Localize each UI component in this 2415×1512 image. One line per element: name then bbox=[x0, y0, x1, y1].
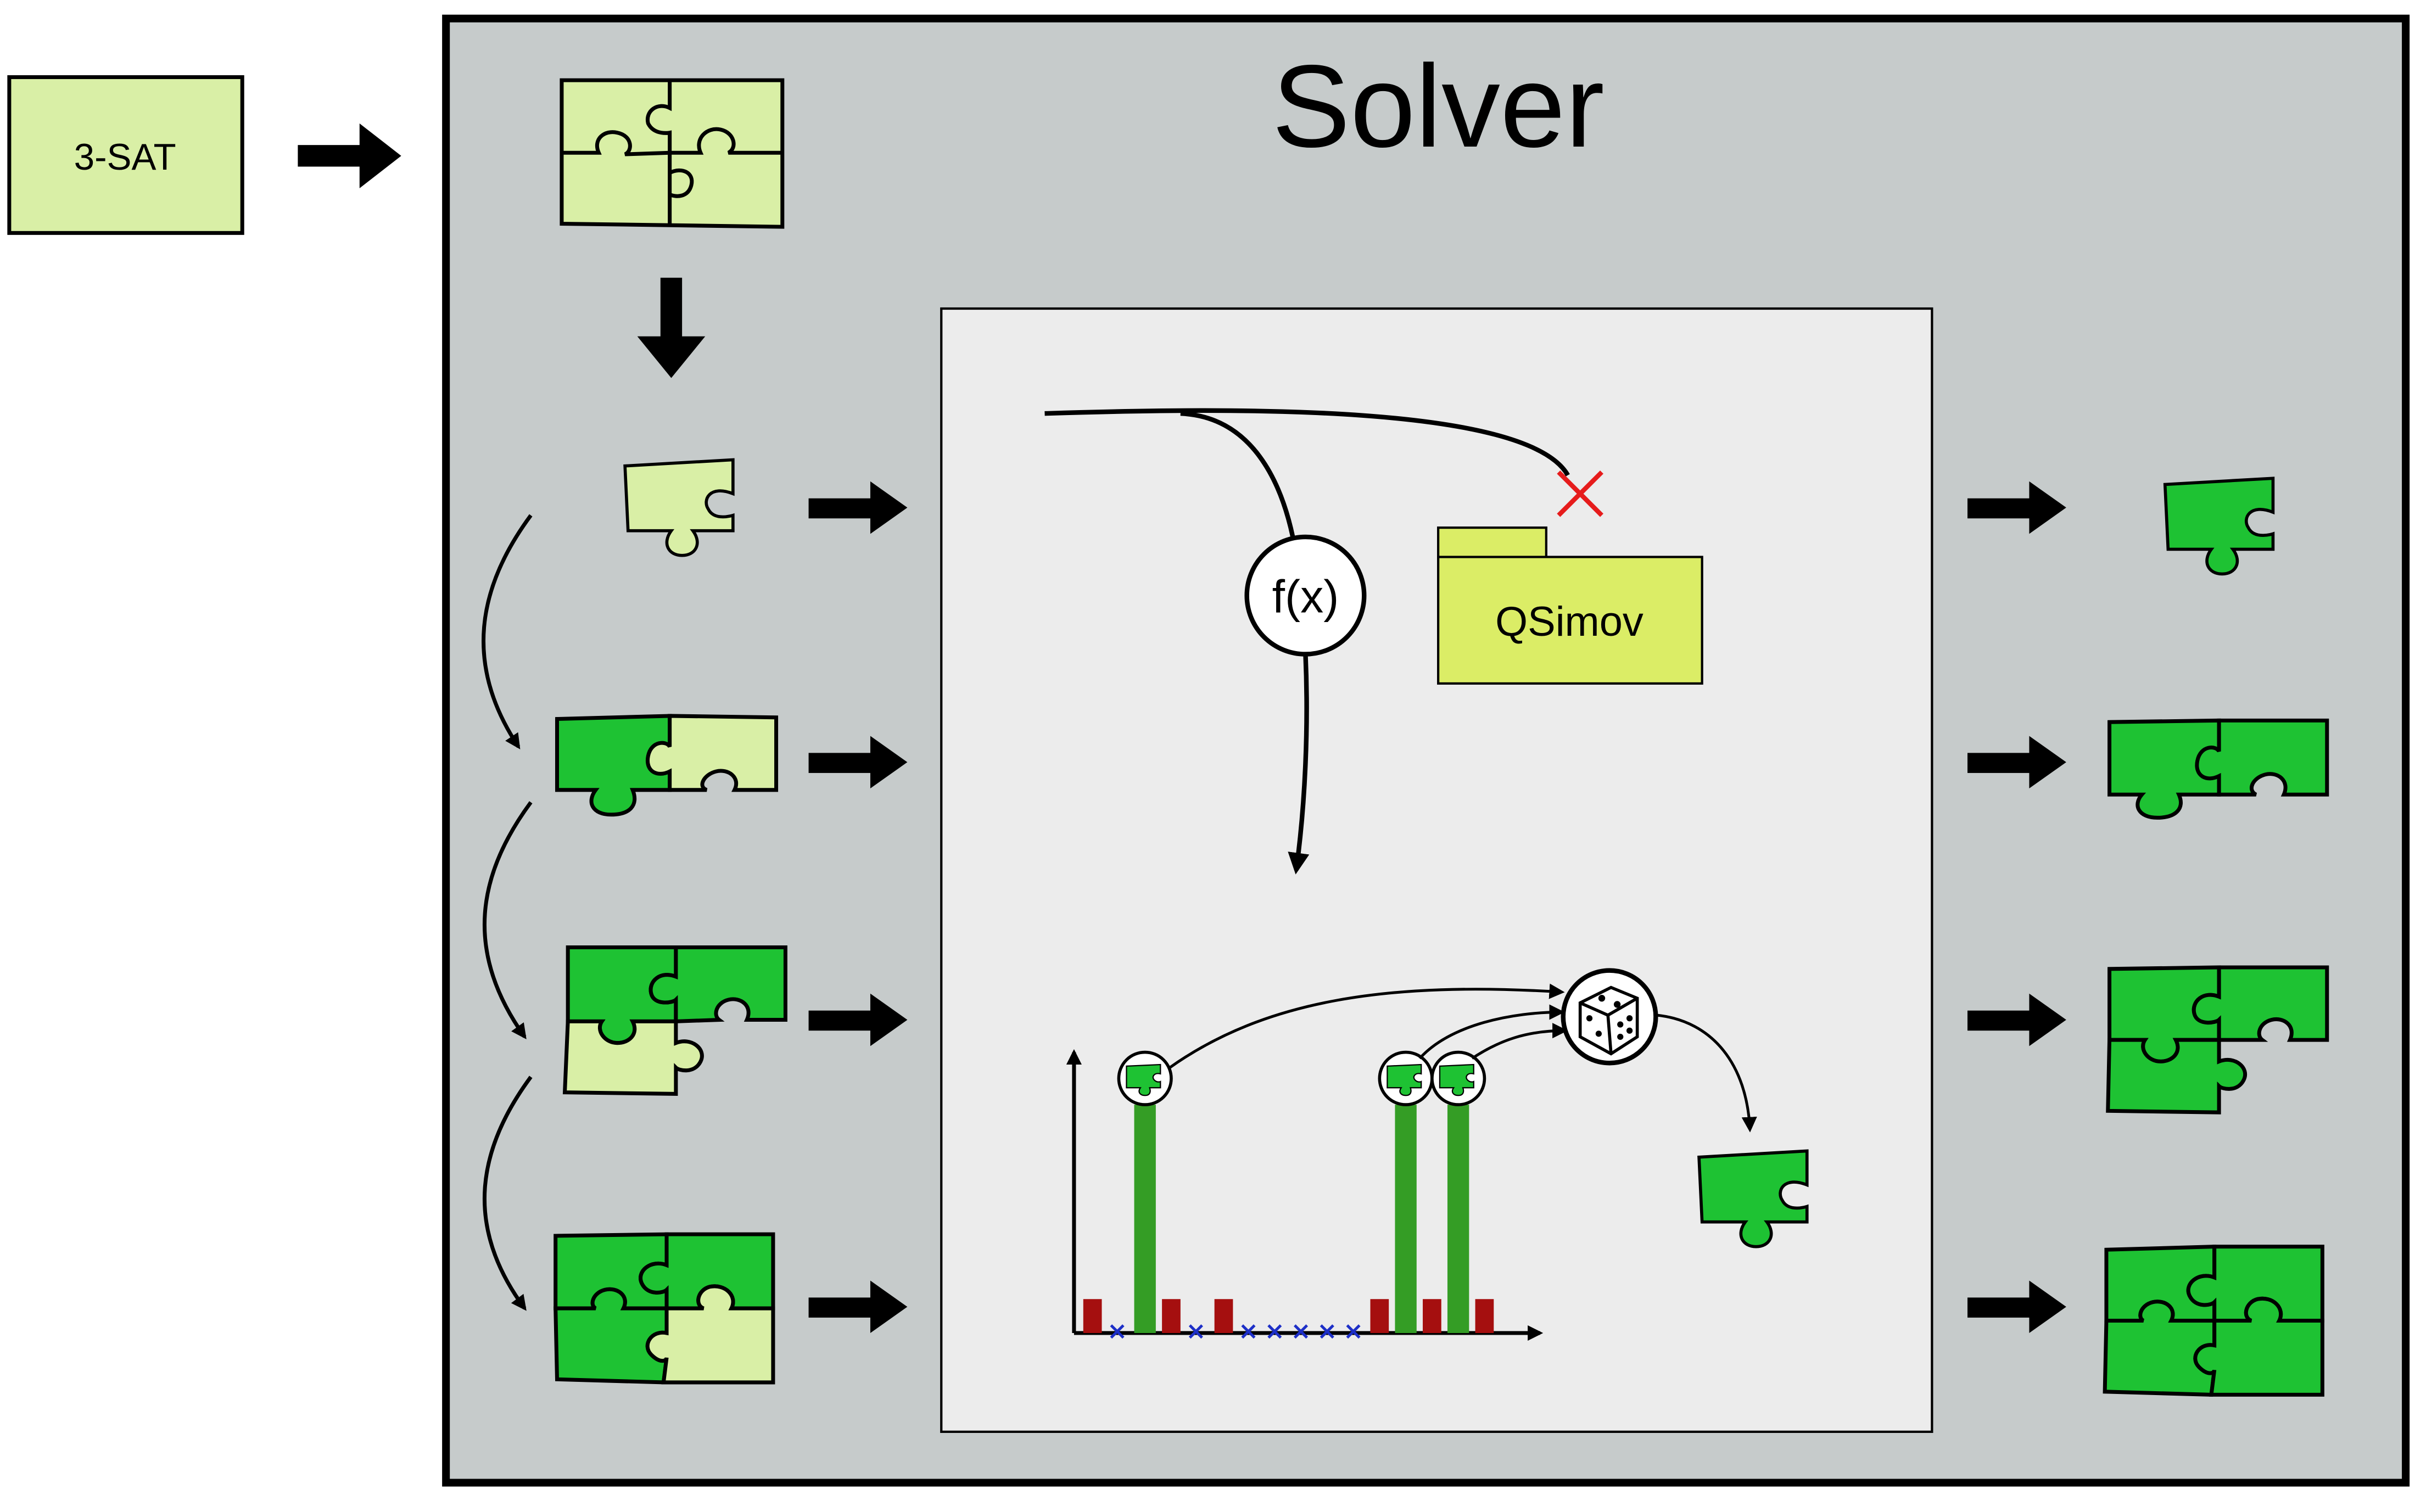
histogram-bar bbox=[1134, 1105, 1156, 1334]
circuit-wire bbox=[1180, 411, 1299, 556]
probability-histogram bbox=[1066, 1049, 1544, 1341]
histogram-bar bbox=[1214, 1299, 1233, 1334]
right-arrow-icon bbox=[808, 993, 908, 1046]
cross-icon bbox=[1557, 470, 1603, 517]
input-3sat-label: 3-SAT bbox=[74, 137, 176, 178]
histogram-bar bbox=[1475, 1299, 1494, 1334]
puzzle-icon bbox=[555, 714, 779, 817]
puzzle-icon bbox=[562, 945, 787, 1096]
puzzle-icon bbox=[1117, 1050, 1173, 1106]
flow-curve-arrow bbox=[482, 514, 533, 749]
sample-arrow bbox=[1169, 983, 1565, 1069]
function-label: f(x) bbox=[1272, 571, 1339, 623]
circuit-wire bbox=[1044, 408, 1570, 477]
right-arrow-icon bbox=[1967, 993, 2066, 1046]
process-panel bbox=[940, 307, 1933, 1433]
sample-arrow bbox=[1657, 1013, 1757, 1133]
flow-curve-arrow bbox=[483, 801, 533, 1040]
right-arrow-icon bbox=[808, 481, 908, 534]
right-arrow-icon bbox=[298, 123, 401, 188]
sample-arrow bbox=[1471, 1023, 1568, 1060]
puzzle-icon bbox=[1378, 1050, 1434, 1106]
histogram-bar bbox=[1083, 1299, 1102, 1334]
puzzle-icon bbox=[1430, 1050, 1486, 1106]
histogram-bar bbox=[1447, 1105, 1469, 1334]
right-arrow-icon bbox=[1967, 736, 2066, 789]
flow-curve-arrow bbox=[483, 1076, 533, 1311]
right-arrow-icon bbox=[808, 736, 908, 789]
down-arrow-icon bbox=[637, 277, 706, 378]
puzzle-icon bbox=[2107, 718, 2329, 820]
right-arrow-icon bbox=[1967, 1280, 2066, 1334]
histogram-bar bbox=[1162, 1299, 1181, 1334]
dice-icon bbox=[1561, 968, 1658, 1066]
histogram-bar bbox=[1423, 1299, 1441, 1334]
input-3sat-box: 3-SAT bbox=[7, 75, 244, 235]
puzzle-icon bbox=[2106, 965, 2329, 1115]
qsimov-label: QSimov bbox=[1495, 598, 1643, 645]
right-arrow-icon bbox=[1967, 481, 2066, 534]
circuit-wire bbox=[1288, 654, 1310, 875]
right-arrow-icon bbox=[808, 1280, 908, 1334]
histogram-bar bbox=[1370, 1299, 1389, 1334]
solver-title: Solver bbox=[1272, 41, 1604, 172]
histogram-bar bbox=[1395, 1105, 1417, 1334]
sample-arrow bbox=[1418, 1004, 1565, 1060]
zero-marker bbox=[1110, 1324, 1361, 1339]
function-node: f(x) bbox=[1244, 534, 1367, 657]
folder-icon bbox=[1437, 526, 1703, 685]
puzzle-icon bbox=[2103, 1245, 2324, 1397]
puzzle-icon bbox=[560, 78, 785, 229]
puzzle-icon bbox=[554, 1232, 775, 1385]
